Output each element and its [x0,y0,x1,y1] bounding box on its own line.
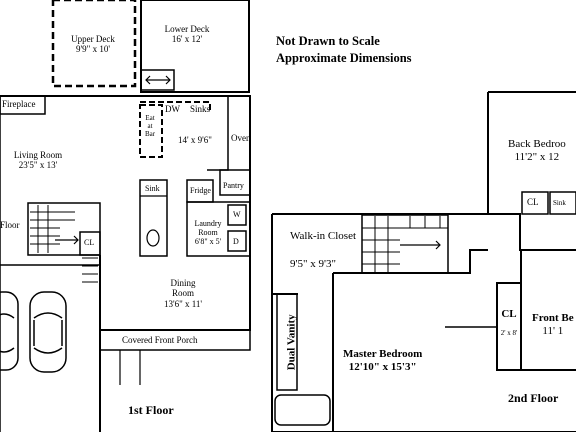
back-sink-label: Sink [553,199,566,207]
second-floor-stairs [361,214,449,274]
deck-stairs [140,69,175,91]
second-floor-title: 2nd Floor [508,391,559,405]
kitchen-counter [140,101,211,112]
kitchen-dims-label: 14' x 9'6" [178,135,212,145]
pantry-label: Pantry [223,181,244,190]
dryer-label: D [233,237,239,246]
dual-vanity-label: Dual Vanity [285,314,298,371]
half-bath-sink-label: Sink [145,184,160,193]
kitchen-bar [139,104,163,158]
covered-porch-label: Covered Front Porch [122,335,198,345]
garage-cars [0,291,67,373]
front-closet-label: CL 2' x 8' [500,308,518,337]
first-floor-outer-wall [0,95,251,432]
upper-deck-label: Upper Deck 9'9" x 10' [71,34,115,55]
washer-label: W [233,210,241,219]
first-floor-title: 1st Floor [128,403,174,417]
laundry-outline [186,201,251,257]
first-floor-stairs [27,202,101,256]
floor-partial-label: Floor [0,220,20,230]
oven-label: Oven [231,133,251,143]
plan-note: Not Drawn to Scale Approximate Dimension… [276,33,412,67]
first-closet-box [79,231,101,256]
dw-label: DW [165,104,180,114]
living-room-label: Living Room 23'5" x 13' [13,150,63,171]
fridge-label: Fridge [190,186,211,195]
dryer-box [227,230,247,252]
toilet-shape [146,229,160,247]
master-bedroom-label: Master Bedroom 12'10" x 15'3" [343,348,423,373]
fireplace-outline [0,95,46,115]
bathtub [274,394,331,426]
half-bath-outline [139,179,168,257]
front-bedroom-label: Front Be 11' 1 [532,312,574,337]
dining-room-label: Dining Room 13'6" x 11' [163,278,203,309]
walk-in-closet-dims: 9'5" x 9'3" [290,258,336,270]
sinks-label: Sinks [190,104,211,114]
first-closet-label: CL [84,238,95,247]
lower-deck-outline [140,0,250,93]
covered-porch-outline [99,329,251,351]
back-sink-box [549,191,576,215]
washer-box [227,204,247,226]
note-not-to-scale: Not Drawn to Scale [276,34,380,48]
back-closet-label: CL [527,197,539,207]
laundry-label: Laundry Room 6'8" x 5' [194,219,222,247]
eat-at-bar-label: Eat at Bar [144,114,156,139]
dual-vanity-box [276,293,298,391]
fireplace-label: Fireplace [2,99,36,109]
back-bedroom-label: Back Bedroo 11'2" x 12 [508,138,566,163]
back-closet-box [521,191,549,215]
lower-deck-label: Lower Deck 16' x 12' [164,24,210,45]
upper-deck-outline [51,0,137,88]
note-approximate: Approximate Dimensions [276,50,412,65]
walk-in-closet-label: Walk-in Closet [290,230,357,242]
pantry-outline [219,169,250,196]
